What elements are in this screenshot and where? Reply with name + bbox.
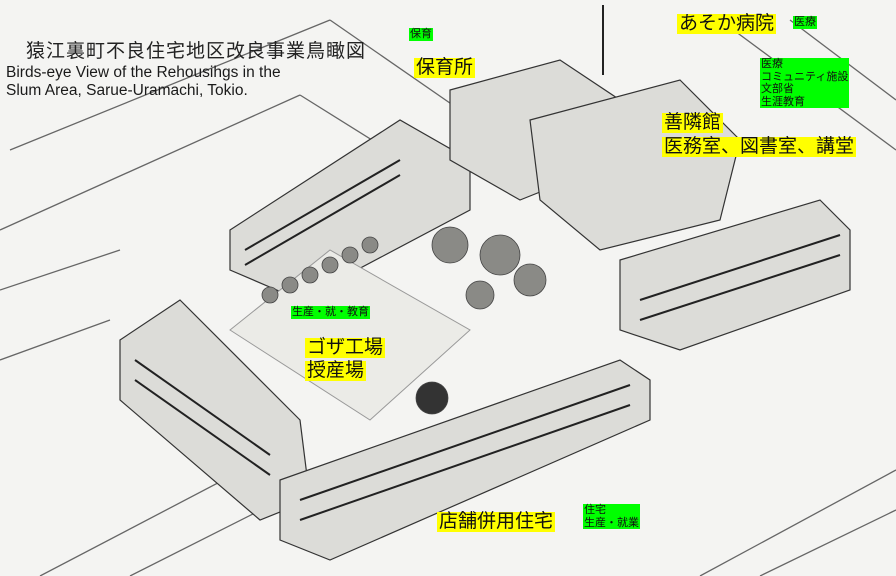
title-english: Birds-eye View of the Rehousihgs in the … (6, 64, 281, 100)
zenrinkan-tag: 文部省 (761, 82, 794, 95)
shops-tag: 生産・就業 (584, 515, 639, 529)
nursery-label: 保育所 (414, 56, 476, 78)
title-english-line1: Birds-eye View of the Rehousihgs in the (6, 64, 281, 81)
zenrinkan-tag: 医療 (761, 57, 783, 70)
workshop-sub-label: 授産場 (305, 359, 367, 381)
title-english-line2: Slum Area, Sarue-Uramachi, Tokio. (6, 82, 248, 99)
shops-tags: 住宅 生産・就業 (583, 503, 640, 529)
zenrinkan-rooms-label: 医務室、図書室、講堂 (662, 135, 857, 157)
hospital-label: あそか病院 (677, 12, 777, 34)
zenrinkan-tag: コミュニティ施設 (761, 69, 849, 83)
trees (261, 226, 547, 415)
window-rows (134, 159, 841, 521)
zenrinkan-label: 善隣館 (662, 111, 724, 133)
zenrinkan-tag: 生涯教育 (761, 94, 805, 108)
zenrinkan-tags: 医療 コミュニティ施設 文部省 生涯教育 (760, 57, 850, 108)
title-japanese: 猿江裏町不良住宅地区改良事業鳥瞰図 (26, 40, 367, 62)
workshop-tag: 生産・就・教育 (291, 305, 370, 319)
shops-label: 店舗併用住宅 (437, 510, 556, 532)
shops-tag: 住宅 (584, 503, 606, 516)
workshop-label: ゴザ工場 (305, 336, 386, 358)
nursery-tag: 保育 (409, 27, 433, 41)
hospital-tag: 医療 (793, 15, 817, 29)
